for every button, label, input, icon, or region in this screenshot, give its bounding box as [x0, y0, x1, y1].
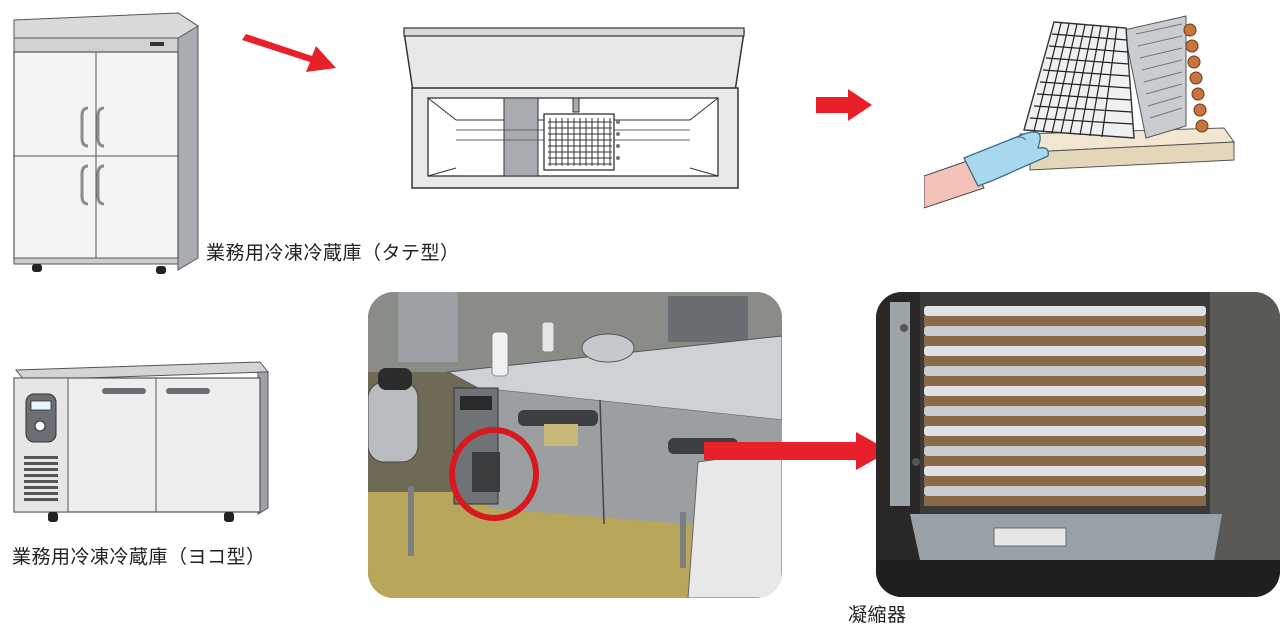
arrow-2	[814, 88, 874, 122]
vertical-fridge-label: 業務用冷凍冷蔵庫（タテ型）	[206, 242, 460, 264]
arrow-1	[240, 28, 340, 78]
condenser-photo	[876, 292, 1280, 597]
vertical-fridge-illustration	[10, 8, 200, 278]
kitchen-photo	[368, 292, 782, 598]
condenser-cleaning-illustration	[924, 10, 1264, 210]
horizontal-fridge-label: 業務用冷凍冷蔵庫（ヨコ型）	[12, 546, 266, 568]
horizontal-fridge-illustration	[10, 358, 272, 530]
condenser-label: 凝縮器	[848, 604, 907, 626]
arrow-3	[702, 430, 892, 472]
open-compartment-illustration	[398, 22, 750, 192]
